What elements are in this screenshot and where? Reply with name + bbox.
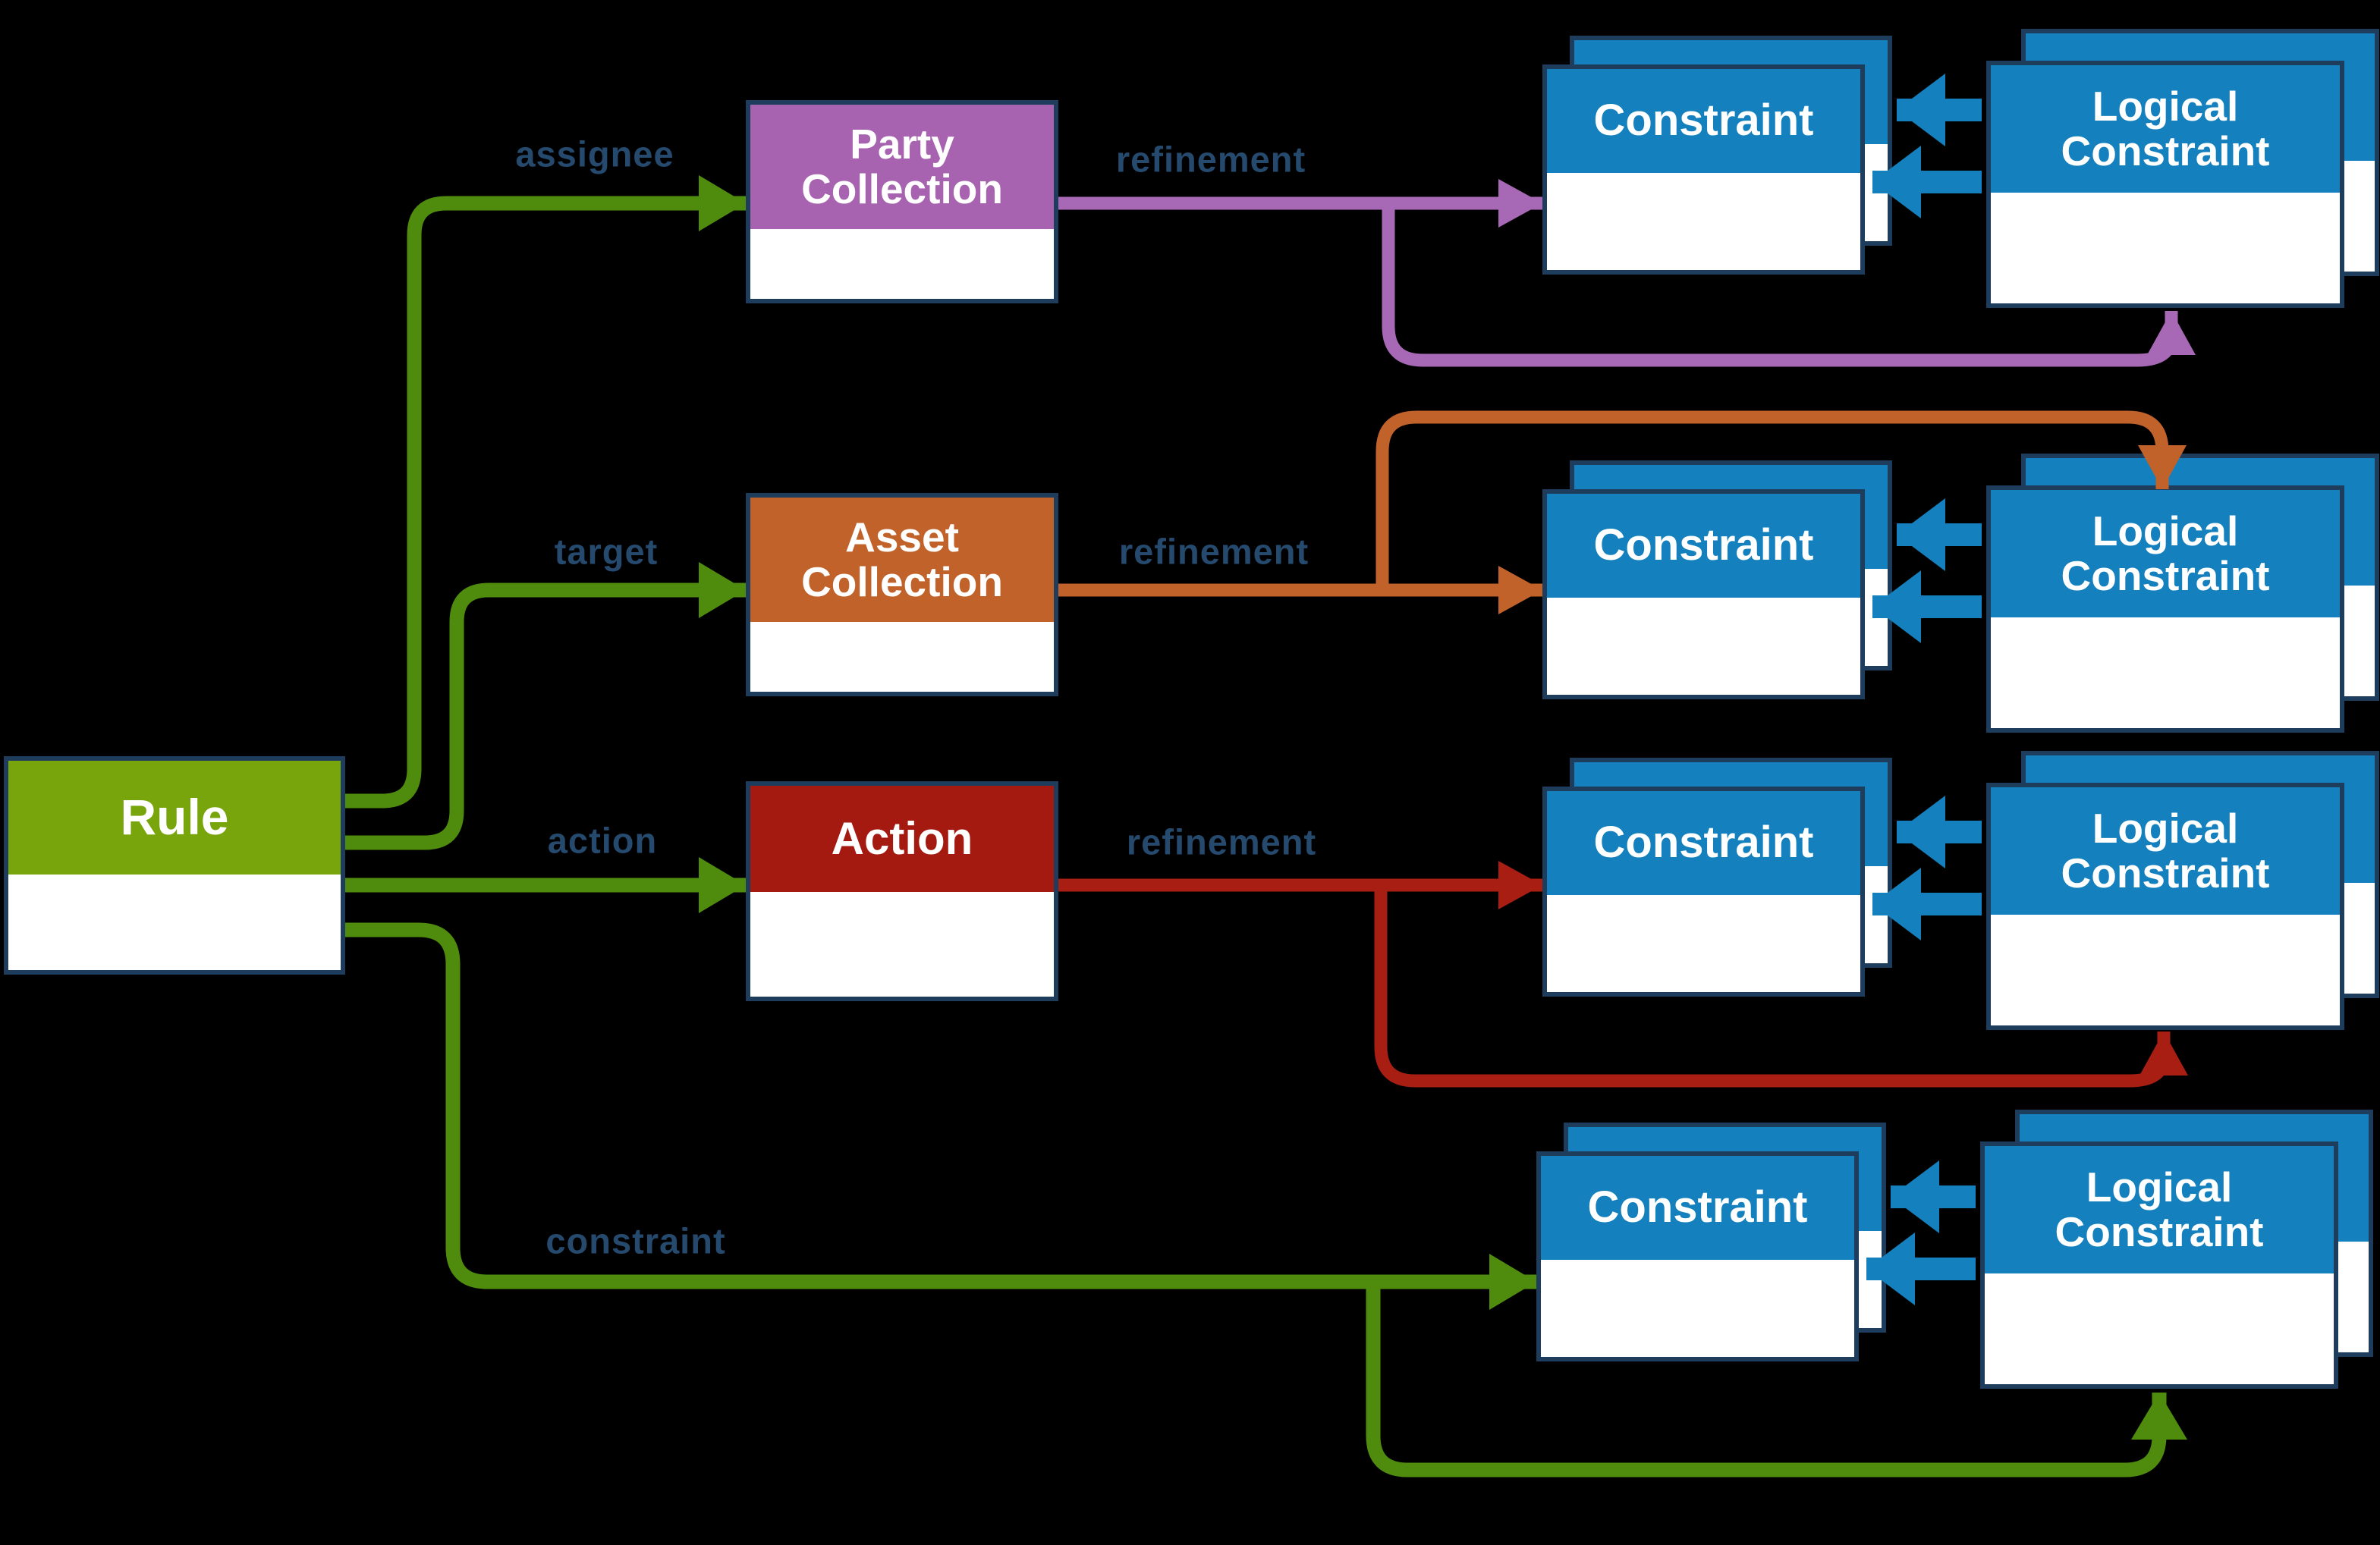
node-logical-constraint-2-header: Logical Constraint — [1991, 490, 2340, 617]
edge-constraint-loop-4 — [1366, 1282, 2187, 1477]
edge-refinement-loop-2 — [1375, 410, 2187, 590]
node-constraint-1: Constraint — [1542, 64, 1865, 275]
node-logical-constraint-1-label: Logical Constraint — [2061, 82, 2270, 174]
node-logical-constraint-4-label: Logical Constraint — [2055, 1163, 2264, 1255]
node-constraint-2-header: Constraint — [1547, 494, 1860, 598]
node-asset-collection-header: Asset Collection — [750, 498, 1054, 622]
edge-label-target: target — [554, 531, 659, 572]
node-party-collection-label: Party Collection — [801, 120, 1003, 212]
node-party-collection: Party Collection — [746, 100, 1058, 303]
edge-label-refinement-1: refinement — [1115, 139, 1306, 180]
node-constraint-1-label: Constraint — [1593, 96, 1814, 146]
node-constraint-1-header: Constraint — [1547, 69, 1860, 173]
node-asset-collection-label: Asset Collection — [801, 513, 1003, 605]
node-logical-constraint-1: Logical Constraint — [1986, 61, 2344, 308]
node-logical-constraint-1-header: Logical Constraint — [1991, 65, 2340, 193]
node-asset-collection: Asset Collection — [746, 493, 1058, 696]
node-constraint-3: Constraint — [1542, 787, 1865, 997]
edge-assignee-line — [345, 175, 746, 809]
edge-label-refinement-2: refinement — [1118, 531, 1309, 572]
node-constraint-3-label: Constraint — [1593, 818, 1814, 868]
edge-label-constraint: constraint — [545, 1220, 726, 1261]
node-action: Action — [746, 781, 1058, 1001]
node-constraint-4-header: Constraint — [1541, 1156, 1854, 1260]
node-logical-constraint-3-header: Logical Constraint — [1991, 787, 2340, 915]
node-action-label: Action — [831, 812, 973, 864]
node-constraint-4: Constraint — [1536, 1151, 1859, 1361]
edge-refinement-loop-3 — [1374, 885, 2188, 1088]
node-logical-constraint-2-label: Logical Constraint — [2061, 507, 2270, 599]
edge-label-action: action — [547, 820, 658, 861]
node-constraint-4-label: Constraint — [1587, 1182, 1808, 1233]
edge-refinement-loop-1 — [1382, 203, 2196, 367]
node-rule-label: Rule — [120, 789, 229, 846]
node-party-collection-header: Party Collection — [750, 105, 1054, 229]
edge-constraint-line — [345, 922, 1536, 1310]
node-constraint-2-label: Constraint — [1593, 520, 1814, 570]
node-action-header: Action — [750, 786, 1054, 892]
edge-target-line — [345, 562, 746, 850]
node-logical-constraint-2: Logical Constraint — [1986, 485, 2344, 733]
edge-label-assignee: assignee — [515, 133, 674, 174]
node-logical-constraint-3-label: Logical Constraint — [2061, 804, 2270, 897]
node-logical-constraint-3: Logical Constraint — [1986, 783, 2344, 1030]
edge-label-refinement-3: refinement — [1126, 821, 1317, 862]
node-rule: Rule — [4, 756, 345, 975]
node-constraint-2: Constraint — [1542, 489, 1865, 699]
node-logical-constraint-4: Logical Constraint — [1980, 1141, 2338, 1389]
node-rule-header: Rule — [8, 761, 341, 875]
node-logical-constraint-4-header: Logical Constraint — [1985, 1146, 2334, 1273]
node-constraint-3-header: Constraint — [1547, 791, 1860, 895]
